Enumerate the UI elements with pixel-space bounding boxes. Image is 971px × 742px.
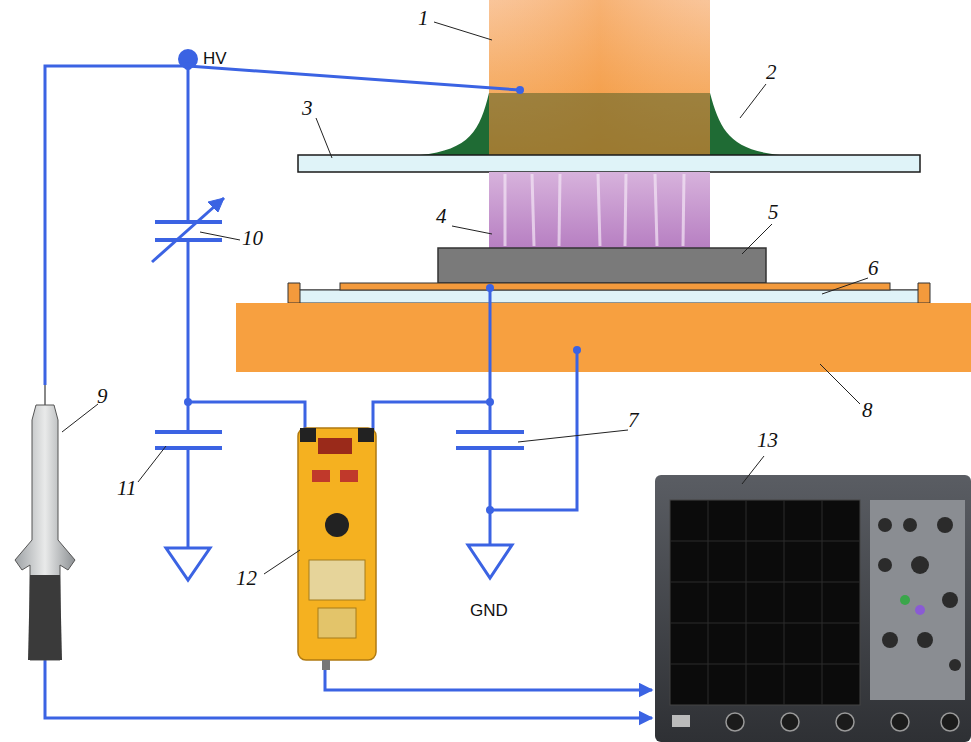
capacitor — [456, 432, 524, 448]
callout-number: 10 — [242, 228, 263, 249]
electrode-overlap — [489, 93, 710, 155]
dielectric-fillet — [420, 93, 780, 155]
leader-lines — [62, 22, 868, 574]
callout-number: 4 — [436, 206, 447, 227]
wires — [45, 59, 652, 718]
callout-number: 9 — [97, 386, 108, 407]
discharge — [489, 172, 710, 248]
callout-number: 3 — [302, 98, 313, 119]
base-electrode — [236, 303, 971, 372]
hv-electrode — [489, 0, 710, 155]
hv-electrode-shade — [489, 0, 710, 155]
sample — [438, 248, 766, 283]
callout-number: 6 — [868, 258, 879, 279]
callout-number: 7 — [628, 410, 639, 431]
capacitor — [155, 432, 222, 448]
ground-label: GND — [470, 602, 508, 619]
filaments — [505, 174, 684, 246]
junction-dots — [178, 49, 581, 514]
callout-number: 1 — [418, 8, 429, 29]
callout-number: 13 — [757, 430, 778, 451]
voltage-probe — [15, 385, 75, 660]
callout-number: 12 — [236, 568, 257, 589]
ground-electrode — [340, 283, 890, 290]
callout-number: 8 — [862, 400, 873, 421]
dielectric-plate — [298, 155, 920, 172]
current-monitor — [298, 428, 376, 670]
callout-number: 11 — [117, 478, 136, 499]
ground-electrode-frame — [288, 283, 930, 303]
callout-number: 5 — [768, 202, 779, 223]
oscilloscope — [655, 475, 971, 742]
ground-dielectric — [300, 290, 918, 303]
voltage-label: HV — [203, 50, 227, 67]
callout-number: 2 — [766, 62, 777, 83]
variable-capacitor — [152, 198, 224, 262]
